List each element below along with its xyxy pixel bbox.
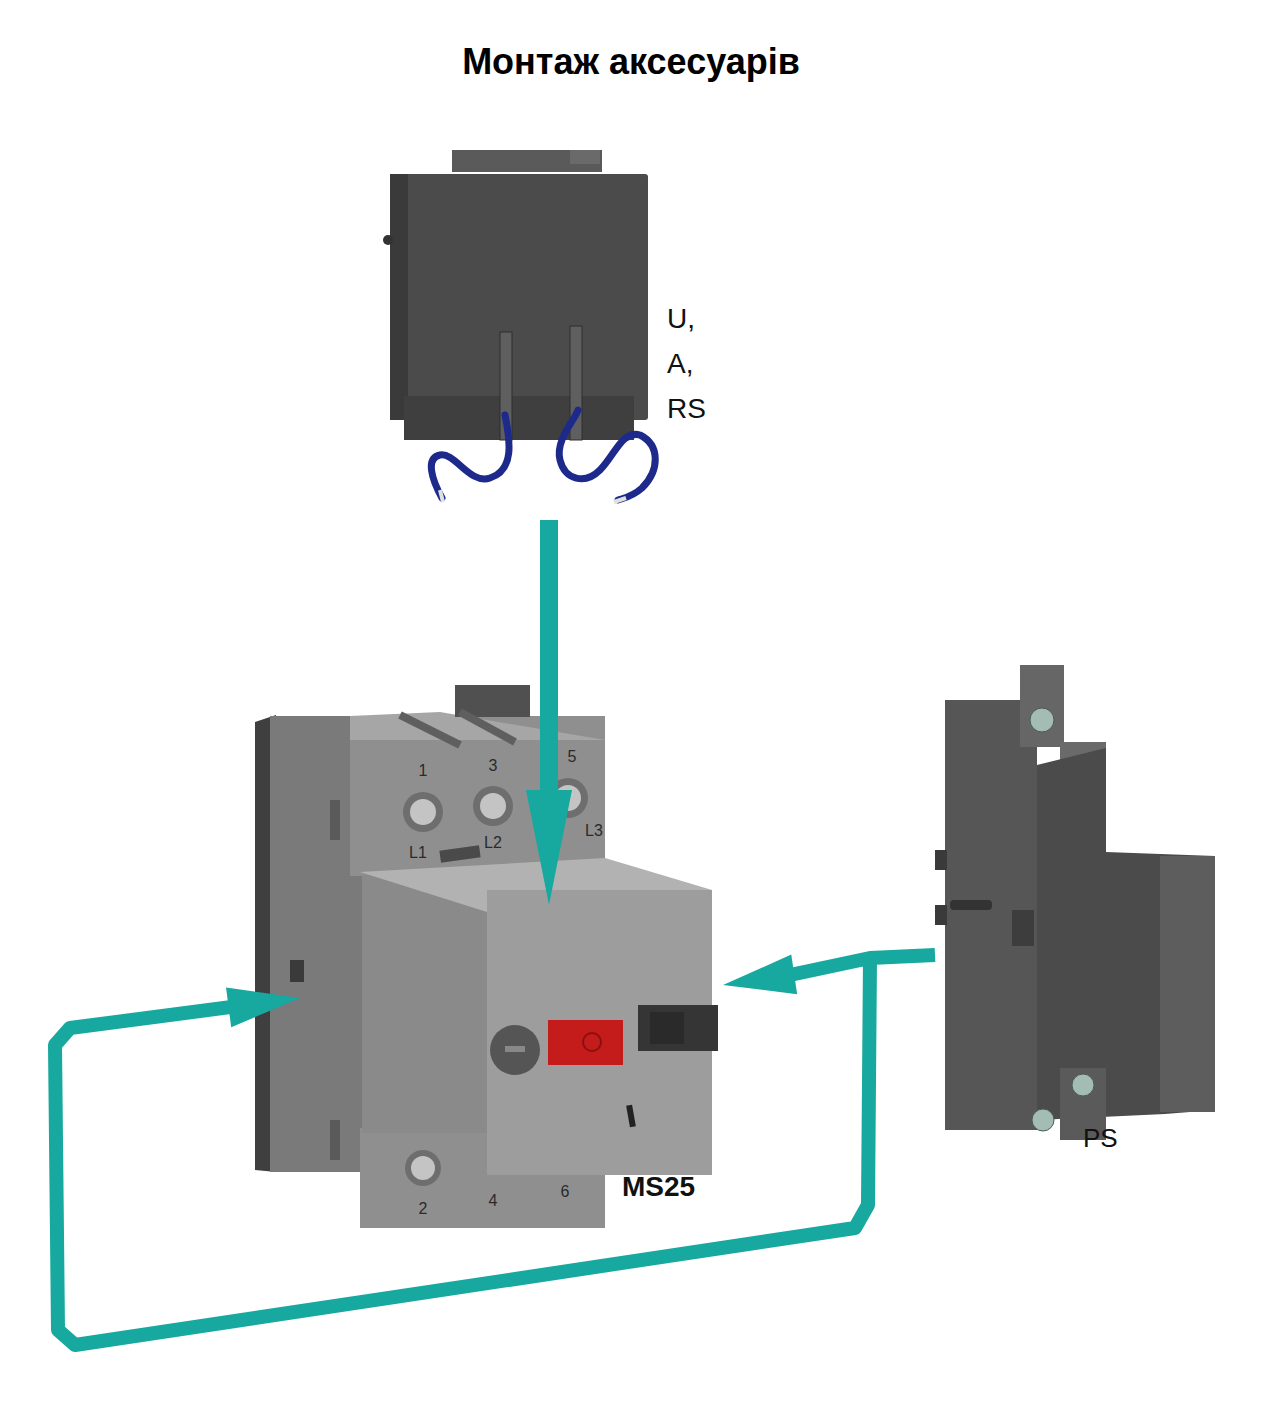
lever-bar	[400, 715, 460, 745]
accessory-pin	[383, 235, 393, 245]
arrow-head	[526, 790, 572, 905]
wire	[431, 415, 509, 498]
side-slot	[330, 1120, 340, 1160]
terminal-hole	[473, 786, 513, 826]
middle-block	[362, 875, 487, 1133]
arrow-head	[723, 955, 797, 995]
wire	[559, 410, 655, 500]
front-face	[487, 890, 712, 1175]
clip	[935, 905, 947, 925]
ps-body	[1037, 748, 1215, 1120]
terminal-screw	[1072, 1074, 1094, 1096]
accessory-body	[390, 174, 648, 420]
device-label: U, A, RS	[667, 296, 713, 431]
terminal-number: 6	[561, 1183, 570, 1201]
clip	[935, 850, 947, 870]
slot	[1012, 910, 1034, 946]
diagram-title: Монтаж аксесуарів	[0, 40, 1262, 84]
arrow-head	[226, 987, 300, 1027]
terminal-hole	[405, 1150, 441, 1186]
terminal-screw	[480, 793, 506, 819]
terminal-number: L2	[484, 834, 502, 852]
setting-dial	[490, 1025, 540, 1075]
arrow-shaft	[540, 520, 558, 807]
terminal-number: L1	[409, 844, 427, 862]
terminal-screw	[410, 799, 436, 825]
pin	[950, 900, 992, 910]
device-label: PS	[1083, 1122, 1118, 1154]
terminal-screw	[1032, 1109, 1054, 1131]
terminal-number: L3	[585, 822, 603, 840]
ps-drawing	[935, 665, 1215, 1140]
ms25-switch: MS25	[255, 685, 717, 1230]
accessory-block: U, A, RS	[385, 148, 717, 510]
terminal-number: 4	[489, 1192, 498, 1210]
terminal-screw	[1030, 708, 1054, 732]
ps-face	[1160, 856, 1215, 1112]
indicator	[439, 845, 480, 862]
mounting-arrow	[55, 955, 935, 1345]
lever-bar	[460, 712, 515, 742]
terminal-number: 2	[419, 1200, 428, 1218]
ms25-drawing	[255, 685, 718, 1228]
terminal-hole	[403, 792, 443, 832]
side-slot	[330, 800, 340, 840]
accessory-block-drawing	[383, 150, 655, 502]
stop-button	[638, 1005, 718, 1051]
wire-end	[440, 490, 443, 502]
button-mark	[583, 1033, 601, 1051]
button-inset	[650, 1012, 684, 1044]
mark	[626, 1105, 636, 1128]
accessory-side	[390, 174, 408, 420]
device-label: MS25	[622, 1170, 695, 1204]
wire-end	[614, 498, 626, 502]
ps-auxiliary-contact: PS	[930, 660, 1220, 1180]
accessory-base	[404, 396, 634, 440]
side-slot	[290, 960, 304, 982]
terminal-number: 3	[489, 757, 498, 775]
start-button	[548, 1020, 623, 1065]
side-panel	[270, 716, 362, 1172]
arrow-shaft	[55, 955, 935, 1345]
terminal-number: 1	[419, 762, 428, 780]
back-plate	[945, 700, 1037, 1130]
dial-mark	[505, 1046, 525, 1052]
mounting-arrow	[526, 520, 572, 905]
terminal-screw	[411, 1156, 435, 1180]
terminal-block	[1020, 665, 1064, 747]
top-tab	[570, 150, 600, 164]
top-ridge	[452, 150, 602, 172]
terminal-number: 5	[568, 748, 577, 766]
